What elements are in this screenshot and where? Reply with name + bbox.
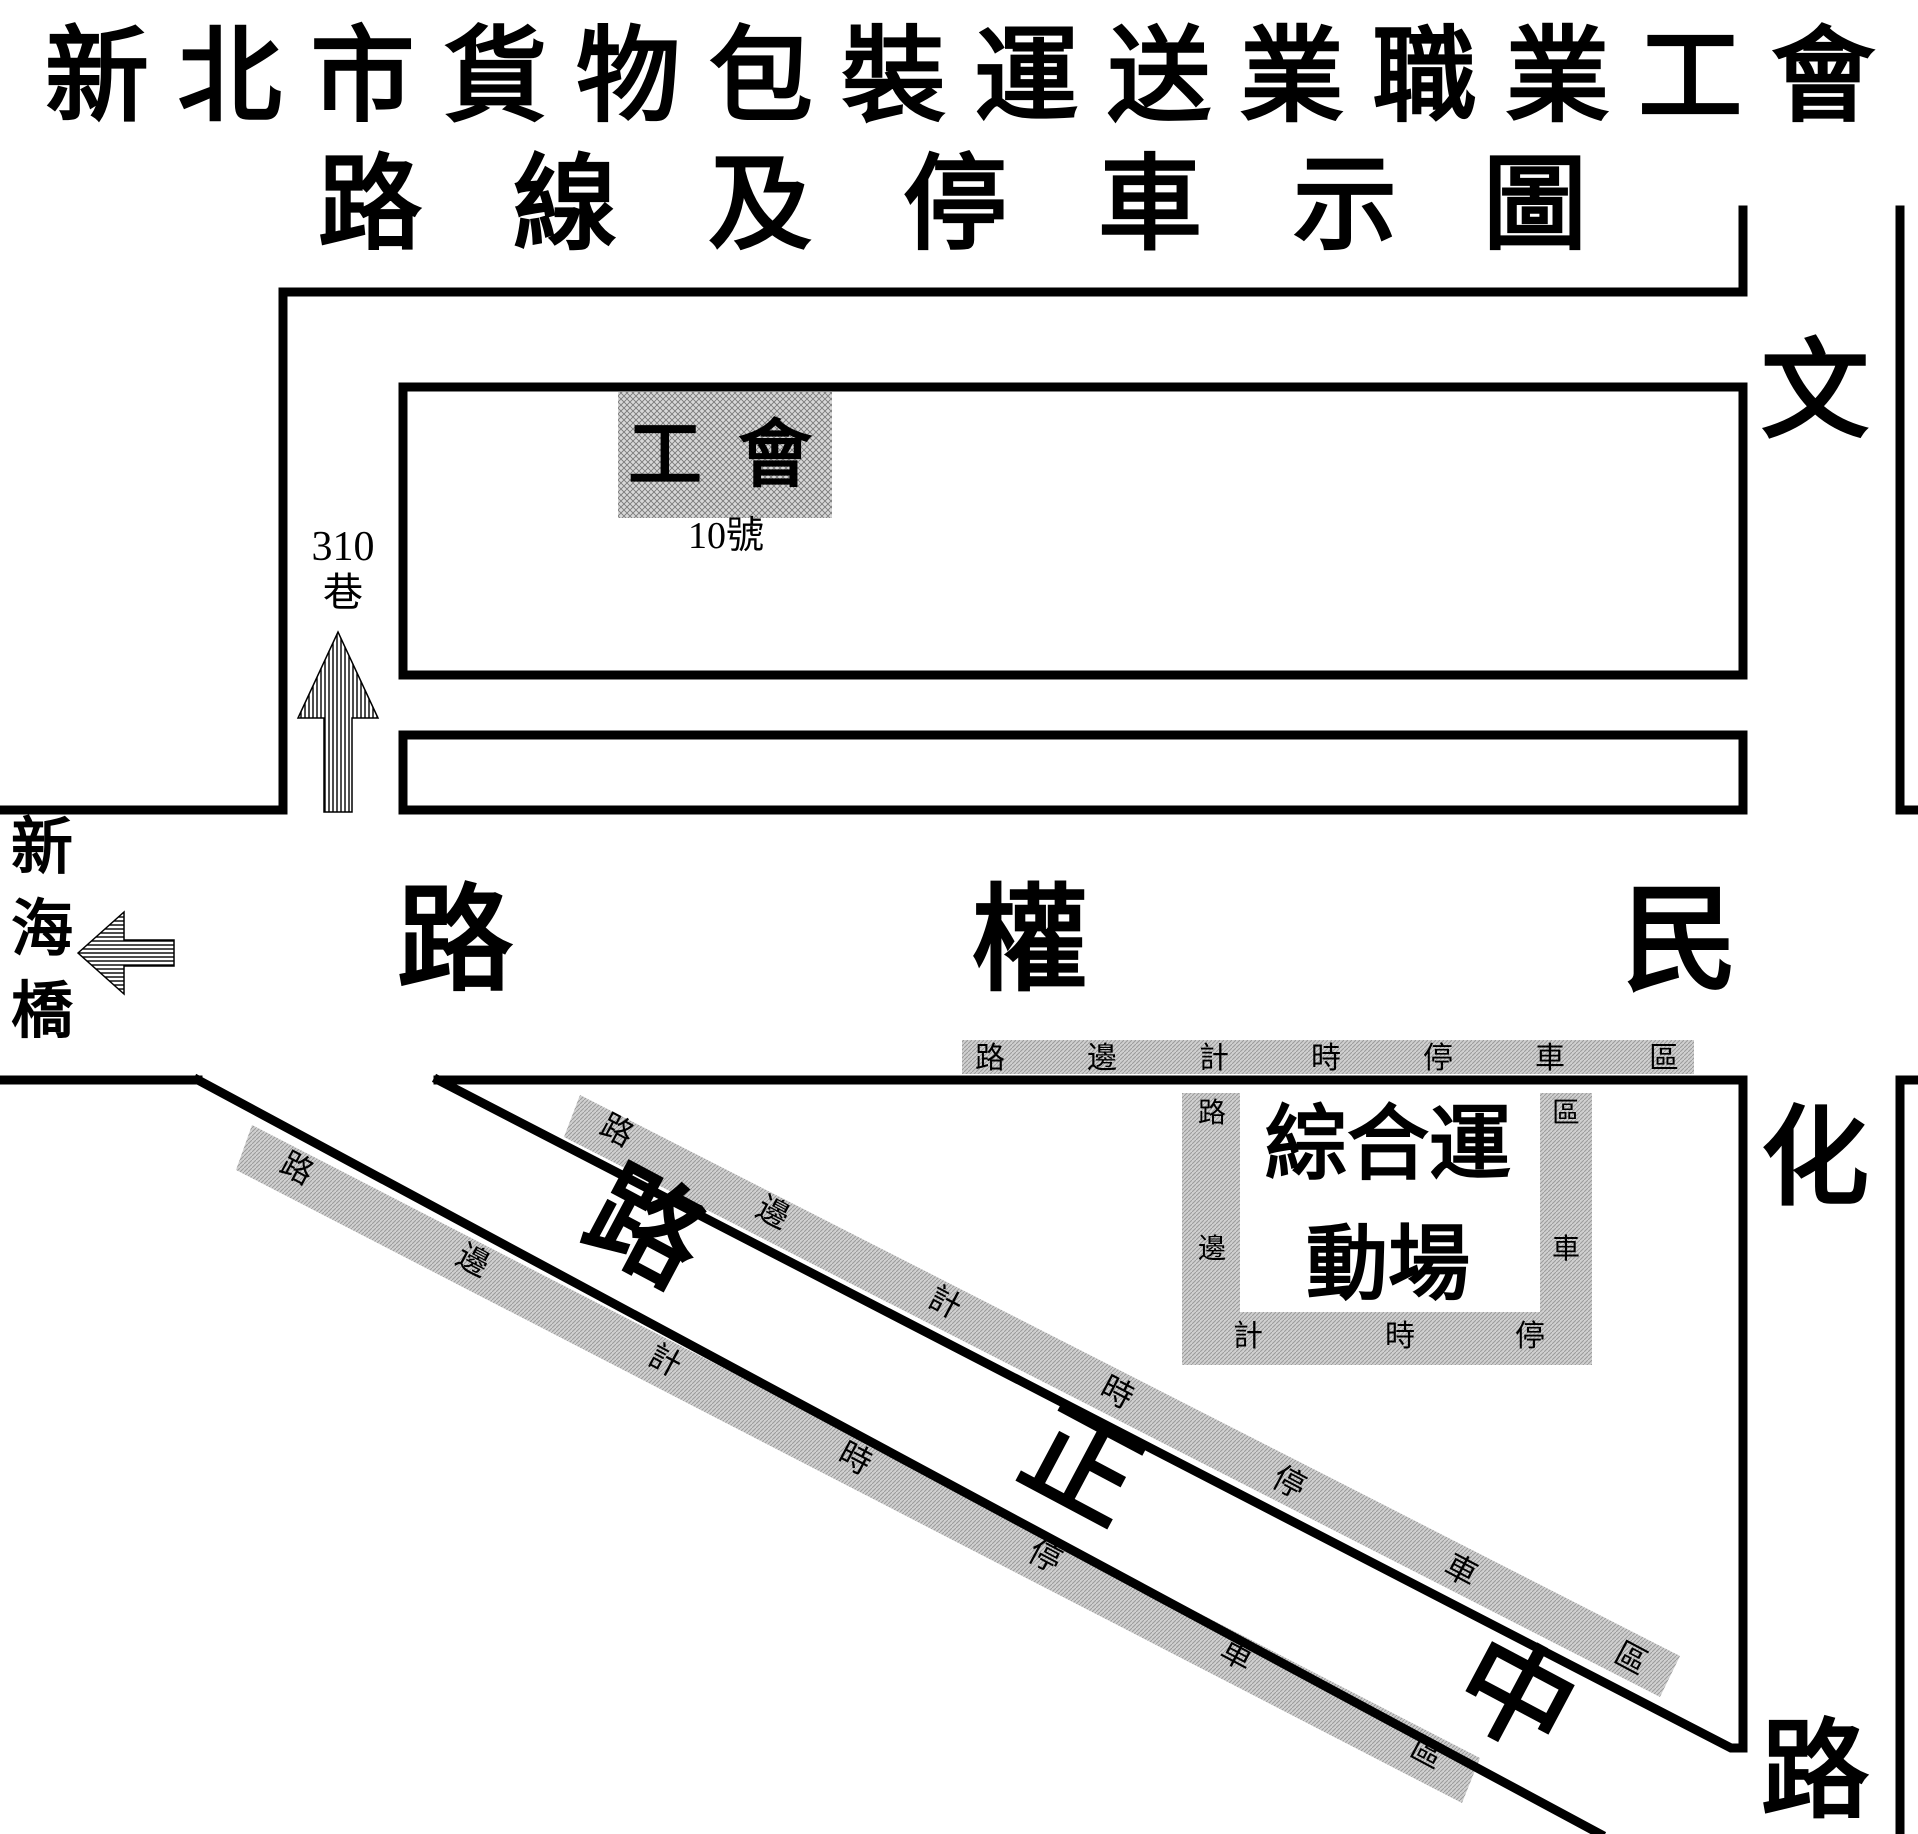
lane-number: 310 [312,524,375,570]
west-arrow-icon [76,910,175,996]
minquan-road-label: 路 權 民 [397,872,1738,1008]
parking-char: 路 [975,1041,1005,1076]
parking-zone-stadium [1182,1093,1592,1365]
subtitle-char-5: 車 [1098,142,1202,265]
road-network [0,205,1918,1834]
parking-zone-minquan [962,1040,1694,1074]
parking-char: 區 [1552,1096,1580,1129]
city-block-lower [398,730,1748,815]
bridge-char-1: 新 [11,810,73,883]
north-arrow-icon [296,630,380,813]
minquan-char-1: 路 [397,872,514,1008]
subtitle-char-4: 停 [903,142,1007,265]
parking-zone-zhongzheng-lower [236,1125,1480,1803]
parking-char: 路 [1198,1096,1226,1129]
parking-char: 邊 [1198,1232,1226,1265]
map-title: 新北市貨物包裝運送業職業工會 [45,14,1876,137]
bridge-char-2: 海 [11,892,73,965]
parking-char: 時 [1311,1041,1341,1076]
road-boundary-upper-left [0,205,1748,815]
lane-310: 310 巷 [296,524,380,813]
union-building-block [618,392,832,518]
zhongzheng-road-upper-edge [431,1073,1748,1753]
subtitle-char-1: 路 [318,142,423,265]
union-building-number: 10號 [688,515,764,557]
wenhua-char-1: 文 [1761,328,1869,454]
parking-labels-minquan: 路 邊 計 時 停 車 區 [975,1041,1679,1076]
parking-labels-stadium: 路 邊 計 時 停 車 區 [1198,1096,1580,1354]
stadium: 綜合運 動場 [1265,1096,1511,1312]
union-building-char-1: 工 [628,412,702,498]
parking-char: 計 [1199,1041,1229,1076]
bridge-char-3: 橋 [11,974,74,1047]
subtitle-char-3: 及 [708,142,812,265]
parking-char: 車 [1552,1232,1580,1265]
xinhai-bridge: 新 海 橋 [11,810,175,1047]
parking-char: 停 [1515,1319,1545,1354]
wenhua-char-2: 化 [1761,1095,1869,1221]
parking-char: 停 [1423,1041,1453,1076]
union-building: 工 會 10號 [618,392,832,557]
zhongzheng-road-lower-edge [191,1073,1607,1834]
wenhua-road-right-edge-upper [1895,205,1918,815]
parking-char: 邊 [1087,1041,1117,1076]
minquan-char-2: 權 [972,872,1088,1008]
parking-zones [236,1040,1694,1803]
wenhua-road-right-edge-lower [1895,1075,1918,1834]
parking-char: 區 [1649,1041,1679,1076]
stadium-name-line1: 綜合運 [1265,1096,1511,1192]
parking-char: 計 [1233,1319,1263,1354]
parking-char: 時 [1385,1319,1415,1354]
map-subtitle: 路 線 及 停 車 示 圖 [318,142,1587,265]
subtitle-char-7: 圖 [1483,142,1587,265]
subtitle-char-6: 示 [1293,142,1397,265]
wenhua-char-3: 路 [1761,1708,1870,1834]
wenhua-road-label: 文 化 路 [1761,328,1870,1834]
union-building-char-2: 會 [738,412,813,498]
parking-char: 車 [1535,1041,1565,1076]
city-block-upper [398,382,1748,680]
subtitle-char-2: 線 [513,142,617,265]
stadium-name-line2: 動場 [1306,1216,1470,1312]
parking-zone-zhongzheng-upper [564,1095,1680,1697]
minquan-char-3: 民 [1622,872,1738,1008]
lane-suffix: 巷 [323,570,363,616]
